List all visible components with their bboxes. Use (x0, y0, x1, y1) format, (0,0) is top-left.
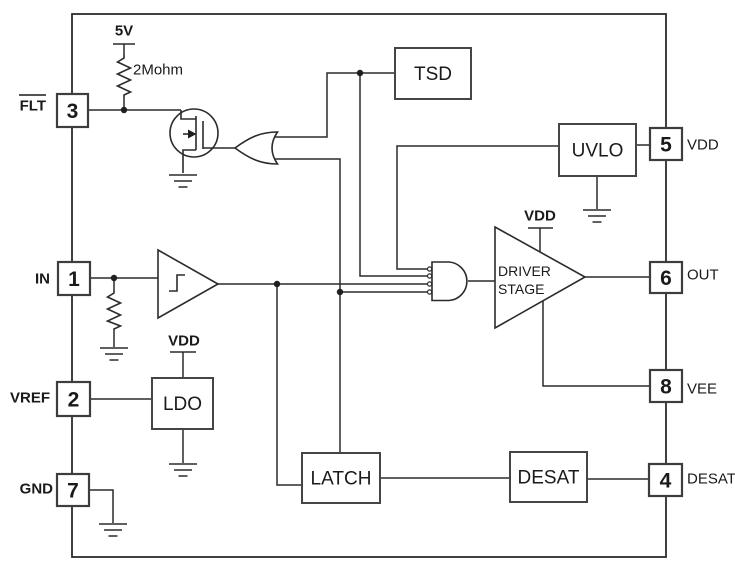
pin-vdd-label: VDD (687, 137, 719, 154)
pin-gnd-number: 7 (67, 480, 79, 503)
ground-icon (168, 463, 198, 477)
latch-block: LATCH (301, 452, 381, 504)
pin-flt: 3 FLT (19, 92, 90, 129)
pin-gnd: 7 GND (20, 472, 91, 508)
wire-driver-vdd (528, 227, 553, 252)
junction-dot (120, 106, 128, 114)
pin-vref-label: VREF (10, 390, 50, 407)
wire-comparator-to-latch (276, 284, 302, 486)
pin-gnd-label: GND (20, 481, 54, 498)
junction-dot (110, 274, 118, 282)
pin-in: 1 IN (35, 260, 92, 297)
or-gate-icon (233, 131, 280, 165)
pin-vee: 8 VEE (648, 368, 717, 404)
pullup-value-label: 2Mohm (133, 62, 183, 79)
pin-out-number: 6 (660, 267, 672, 290)
junction-dot (356, 69, 364, 77)
ldo-label: LDO (163, 394, 202, 415)
pin-in-number: 1 (68, 268, 80, 291)
in-resistor-icon (105, 290, 123, 330)
wire-tsd-to-and (359, 73, 427, 277)
wire-in-net (90, 277, 158, 347)
ldo-block: LDO (151, 377, 214, 430)
pin-vee-label: VEE (687, 381, 717, 398)
junction-dot (273, 280, 281, 288)
wire-latch-to-or (272, 158, 341, 453)
ground-icon (99, 347, 129, 361)
pin-in-label: IN (35, 271, 50, 288)
pin-desat-label: DESAT (687, 471, 735, 488)
wire-ldo-vdd (170, 351, 196, 378)
tsd-block: TSD (394, 47, 472, 100)
driver-vdd-label: VDD (524, 208, 556, 225)
pin-out-label: OUT (687, 267, 719, 284)
desat-block-label: DESAT (518, 468, 580, 489)
uvlo-block: UVLO (558, 123, 637, 177)
pin-flt-label: FLT (20, 98, 46, 115)
driver-stage-block: DRIVER STAGE (494, 225, 587, 330)
junction-dot (336, 288, 344, 296)
driver-stage-label-2: STAGE (498, 281, 544, 297)
ldo-vdd-label: VDD (168, 333, 200, 350)
tsd-label: TSD (414, 64, 452, 85)
pin-vdd-number: 5 (660, 134, 672, 157)
pin-vdd: 5 VDD (648, 126, 719, 162)
latch-label: LATCH (311, 469, 372, 490)
wire-tsd-to-or (272, 72, 395, 138)
mosfet-icon (169, 108, 235, 173)
wire-gnd-pin-lead (89, 489, 114, 523)
pin-vref-number: 2 (68, 389, 80, 412)
pin-vref: 2 VREF (10, 380, 92, 418)
driver-stage-label-1: DRIVER (498, 263, 551, 279)
schmitt-comparator-icon (157, 248, 220, 320)
wire-uvlo-to-and (396, 145, 559, 270)
pin-vee-number: 8 (660, 376, 672, 399)
ground-icon (582, 209, 612, 223)
pullup-resistor-icon (115, 55, 133, 97)
wire-driver-vee (542, 300, 650, 387)
uvlo-label: UVLO (572, 141, 624, 162)
pin-desat: 4 DESAT (647, 462, 735, 498)
pin-flt-number: 3 (67, 100, 79, 123)
supply-5v: 5V (115, 23, 133, 40)
desat-block: DESAT (509, 451, 588, 503)
and-gate-icon (426, 261, 468, 302)
ground-icon (98, 523, 128, 537)
ground-icon (168, 174, 198, 188)
supply-5v-label: 5V (115, 23, 133, 40)
pin-desat-number: 4 (660, 470, 672, 493)
pin-out: 6 OUT (648, 260, 719, 295)
